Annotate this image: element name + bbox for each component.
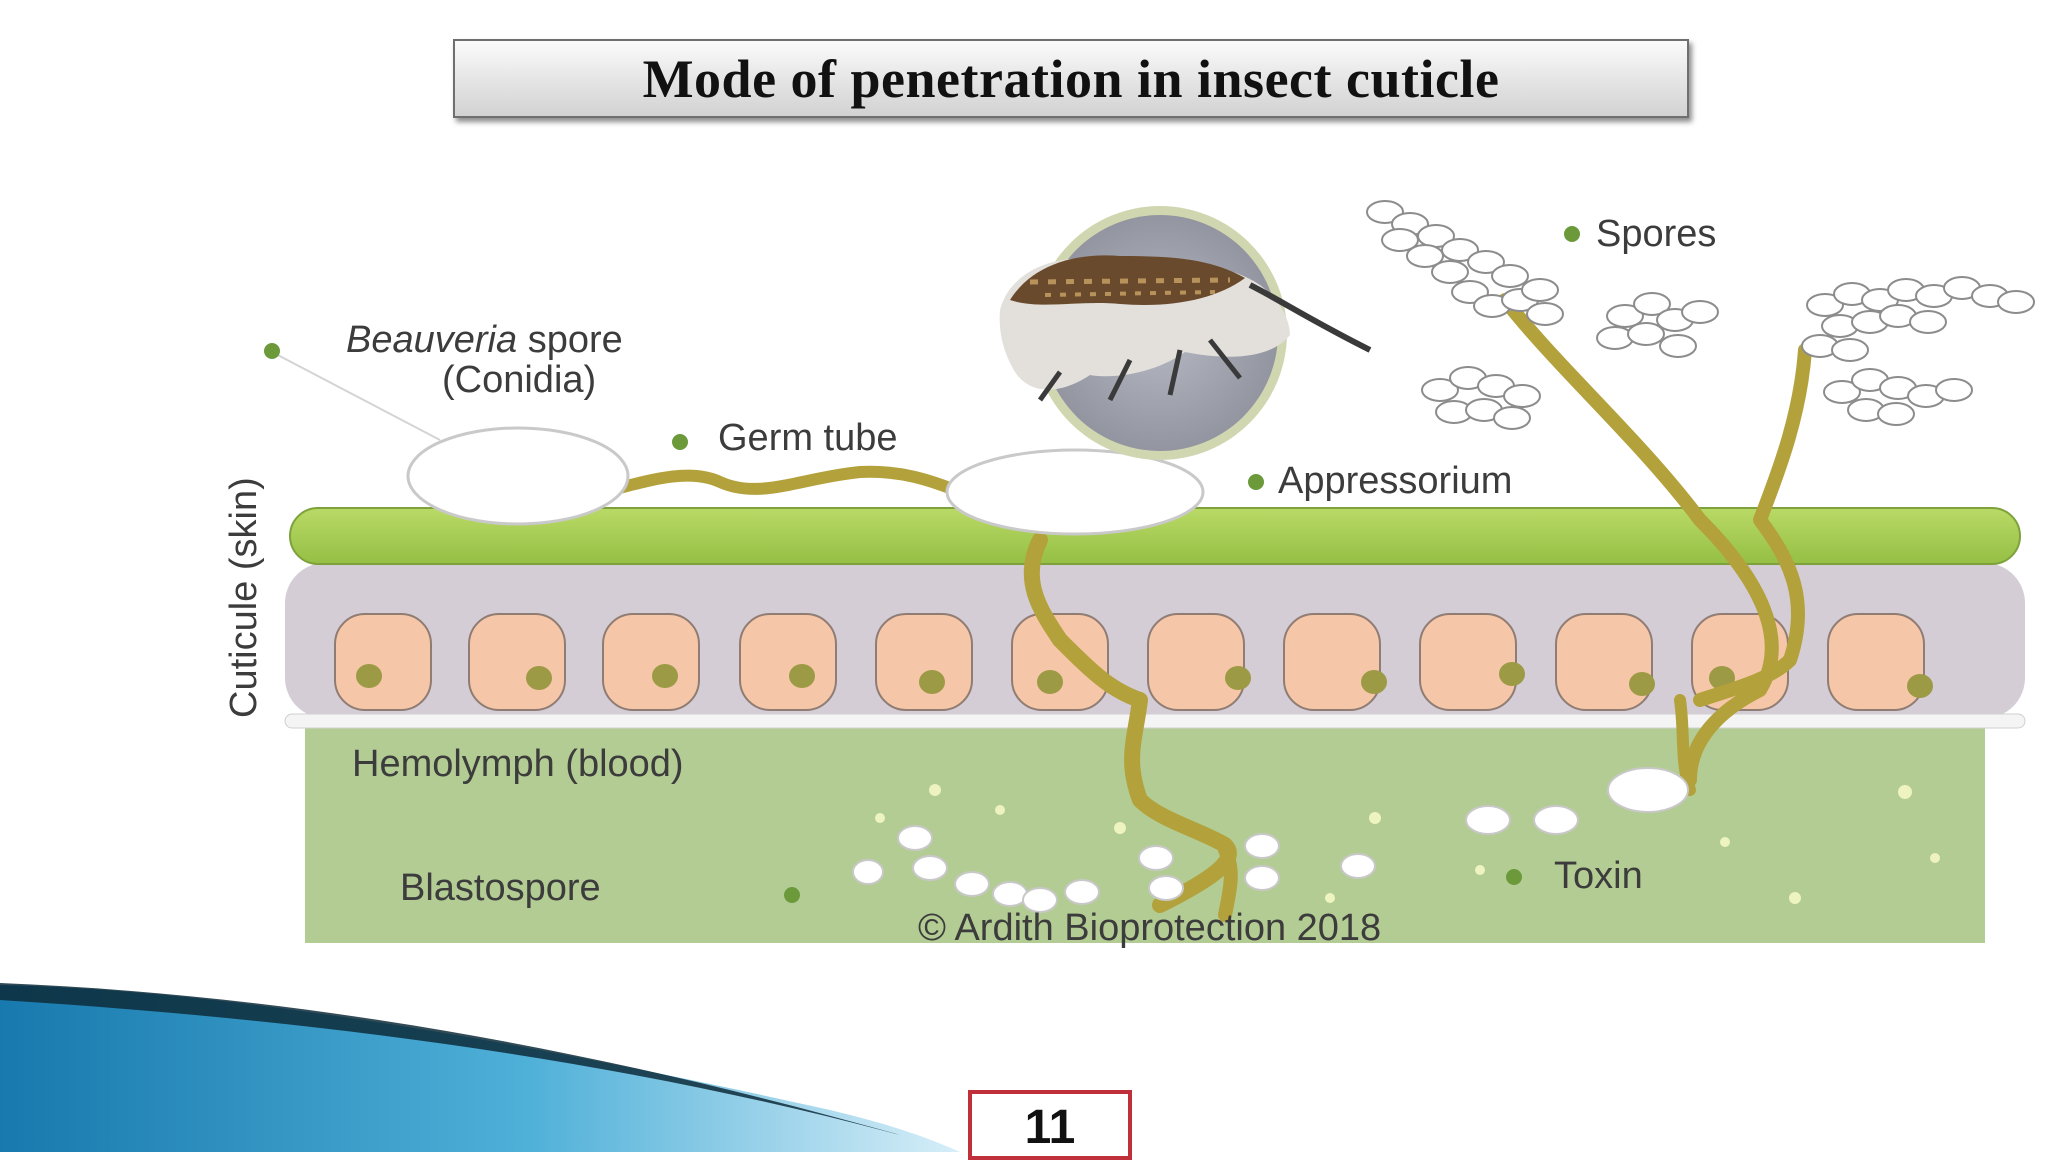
slide-title: Mode of penetration in insect cuticle <box>642 48 1500 109</box>
label-spores: Spores <box>1596 213 1716 255</box>
hyphae <box>606 293 1812 922</box>
label-cuticle: Cuticule (skin) <box>223 477 265 718</box>
label-conidia: (Conidia) <box>442 359 596 401</box>
label-toxin: Toxin <box>1554 855 1643 897</box>
weevil-photo <box>999 206 1372 460</box>
label-appressorium: Appressorium <box>1278 460 1512 502</box>
conidium-spore <box>406 426 630 526</box>
label-germ-tube: Germ tube <box>718 417 898 459</box>
hemolymph-region <box>305 728 1985 943</box>
slide-title-box: Mode of penetration in insect cuticle <box>453 39 1689 118</box>
aerial-spore-clusters <box>1366 200 2035 430</box>
toxin-particles <box>875 784 1940 904</box>
appressorium-structure <box>945 448 1205 536</box>
blastospores <box>852 767 1689 913</box>
page-number-box: 11 <box>968 1090 1132 1160</box>
label-copyright: © Ardith Bioprotection 2018 <box>918 907 1381 949</box>
page-number: 11 <box>1024 1101 1076 1154</box>
label-beauveria-spore: Beauveria spore <box>346 319 623 361</box>
decorative-swoosh-shadow <box>0 983 900 1135</box>
decorative-swoosh <box>0 985 960 1152</box>
label-leaders <box>264 226 1580 903</box>
label-hemolymph: Hemolymph (blood) <box>352 743 684 785</box>
basement-membrane <box>284 713 2026 729</box>
label-blastospore: Blastospore <box>400 867 601 909</box>
